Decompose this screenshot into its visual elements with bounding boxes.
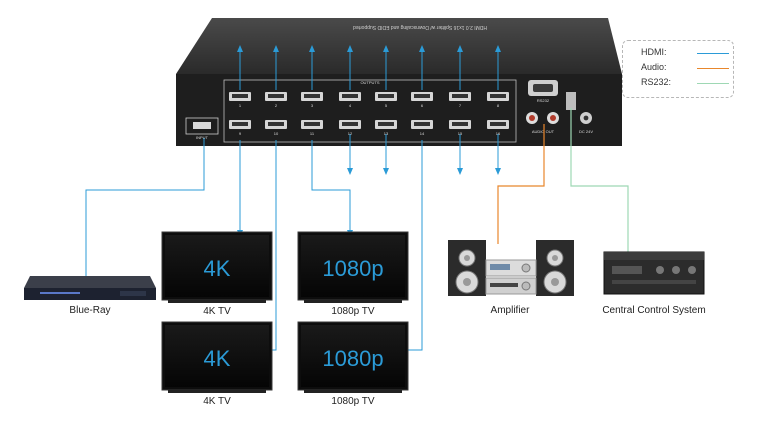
output-port-7: 7 xyxy=(449,92,471,108)
input-label: INPUT xyxy=(196,135,209,140)
port-number: 11 xyxy=(310,131,315,136)
amplifier-label: Amplifier xyxy=(491,305,531,316)
output-port-12: 12 xyxy=(339,120,361,136)
hdmi-cable-tv2 xyxy=(311,140,353,237)
output-ports-top-row: 1 2 3 4 5 6 7 8 xyxy=(229,92,509,108)
output-ports-bottom-row: 9 10 11 12 13 14 15 16 xyxy=(229,120,509,136)
output-port-2: 2 xyxy=(265,92,287,108)
terminal-block xyxy=(566,92,576,110)
hdmi-cable-source xyxy=(85,138,205,276)
port-number: 1 xyxy=(239,103,242,108)
legend-label-rs232: RS232: xyxy=(641,77,672,87)
hdmi-splitter-device: HDMI 2.0 1x16 Splitter w/ Downscaling an… xyxy=(176,18,622,146)
output-port-15: 15 xyxy=(449,120,471,136)
legend-line-rs232 xyxy=(697,83,729,84)
port-number: 15 xyxy=(458,131,463,136)
control-label: Central Control System xyxy=(602,305,705,316)
port-number: 3 xyxy=(311,103,314,108)
port-number: 16 xyxy=(496,131,501,136)
tv-screen-text: 1080p xyxy=(322,256,383,281)
tv-screen-text: 4K xyxy=(204,346,231,371)
outputs-frame xyxy=(223,79,517,143)
tv-label: 4K TV xyxy=(203,396,231,407)
audio-cable xyxy=(497,124,545,244)
tv-screen-text: 4K xyxy=(204,256,231,281)
output-port-4: 4 xyxy=(339,92,361,108)
output-port-8: 8 xyxy=(487,92,509,108)
output-port-11: 11 xyxy=(301,120,323,136)
output-port-9: 9 xyxy=(229,120,251,136)
device-top-caption: HDMI 2.0 1x16 Splitter w/ Downscaling an… xyxy=(353,24,487,30)
output-port-14: 14 xyxy=(411,120,433,136)
port-number: 2 xyxy=(275,103,278,108)
output-port-5: 5 xyxy=(375,92,397,108)
tv-label: 1080p TV xyxy=(331,396,375,407)
output-port-10: 10 xyxy=(265,120,287,136)
port-number: 5 xyxy=(385,103,388,108)
output-port-3: 3 xyxy=(301,92,323,108)
dc-label: DC 24V xyxy=(579,129,593,134)
output-arrows-down xyxy=(347,134,501,175)
port-number: 13 xyxy=(384,131,389,136)
source-label: Blue-Ray xyxy=(69,305,110,316)
tv-4: 1080p 1080p TV xyxy=(297,321,409,407)
central-control-unit xyxy=(603,251,705,295)
output-port-16: 16 xyxy=(487,120,509,136)
port-number: 12 xyxy=(348,131,353,136)
tv-group: 4K 4K TV 1080p 1080p TV 4K 4K TV 1080p 1080p TV xyxy=(161,231,409,407)
port-number: 8 xyxy=(497,103,500,108)
audio-out-label: AUDIO OUT xyxy=(532,129,555,134)
port-number: 4 xyxy=(349,103,352,108)
output-port-13: 13 xyxy=(375,120,397,136)
port-number: 10 xyxy=(274,131,279,136)
input-port xyxy=(193,122,211,129)
tv-screen-text: 1080p xyxy=(322,346,383,371)
port-number: 6 xyxy=(421,103,424,108)
output-arrows-up xyxy=(237,45,501,90)
outputs-label: OUTPUTS xyxy=(360,80,379,85)
tv-2: 1080p 1080p TV xyxy=(297,231,409,317)
tv-1: 4K 4K TV xyxy=(161,231,273,317)
tv-label: 4K TV xyxy=(203,306,231,317)
legend: HDMI: Audio: RS232: xyxy=(622,40,734,98)
legend-line-audio xyxy=(697,68,729,69)
legend-label-audio: Audio: xyxy=(641,62,667,72)
port-number: 7 xyxy=(459,103,462,108)
legend-label-hdmi: HDMI: xyxy=(641,47,667,57)
legend-line-hdmi xyxy=(697,53,729,54)
rs232-cable xyxy=(570,108,629,252)
device-top-panel xyxy=(176,18,622,74)
bluray-player xyxy=(24,276,156,300)
output-port-1: 1 xyxy=(229,92,251,108)
tv-label: 1080p TV xyxy=(331,306,375,317)
port-number: 9 xyxy=(239,131,242,136)
amplifier-system xyxy=(448,240,574,296)
rs232-label: RS232 xyxy=(537,98,550,103)
tv-3: 4K 4K TV xyxy=(161,321,273,407)
port-number: 14 xyxy=(420,131,425,136)
output-port-6: 6 xyxy=(411,92,433,108)
input-port-frame xyxy=(185,117,219,135)
